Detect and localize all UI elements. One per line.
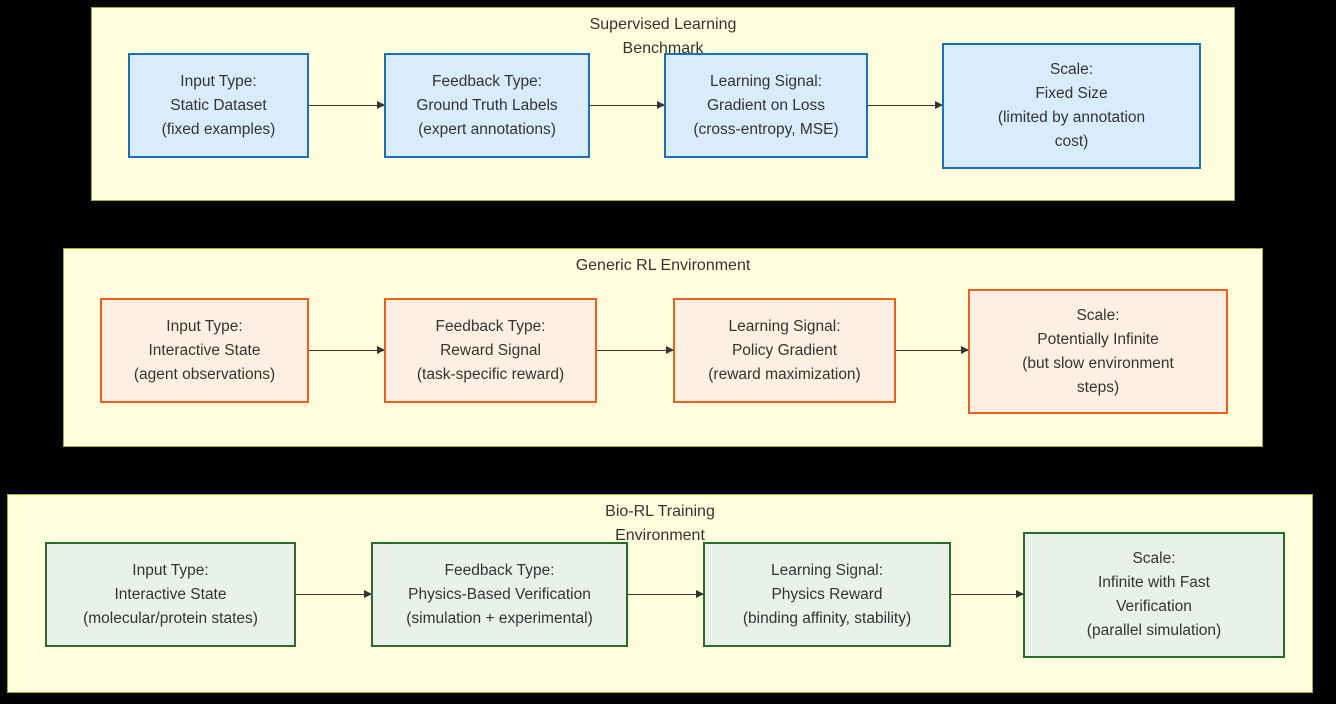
- flow-arrow: [896, 346, 969, 354]
- bio-input-type-node: Input Type: Interactive State (molecular…: [45, 542, 296, 647]
- node-text-line: Input Type:: [166, 317, 243, 335]
- cluster-generic-rl-environment: Generic RL Environment Input Type: Inter…: [63, 248, 1263, 447]
- node-text-line: Reward Signal: [440, 341, 541, 359]
- node-text-line: Fixed Size: [1035, 85, 1108, 102]
- node-text-line: Input Type:: [132, 561, 209, 579]
- sl-learning-signal-node: Learning Signal: Gradient on Loss (cross…: [664, 53, 868, 158]
- flow-arrow: [309, 101, 385, 109]
- node-text-line: Physics-Based Verification: [408, 585, 591, 603]
- rl-scale-node: Scale: Potentially Infinite (but slow en…: [968, 289, 1228, 414]
- node-text-line: Scale:: [1076, 306, 1120, 324]
- node-text-line: (simulation + experimental): [406, 609, 593, 627]
- node-text-line: Policy Gradient: [731, 341, 838, 359]
- cluster-title-line: Supervised Learning: [589, 16, 737, 33]
- node-text-line: Gradient on Loss: [706, 96, 826, 114]
- node-text-line: (agent observations): [133, 365, 276, 383]
- node-text-line: Learning Signal:: [728, 317, 841, 335]
- flow-arrow: [628, 590, 704, 598]
- cluster-title-line: Benchmark: [622, 40, 704, 57]
- node-text-line: Static Dataset: [170, 96, 267, 114]
- node-text-line: (but slow environment: [1022, 354, 1174, 372]
- sl-scale-node: Scale: Fixed Size (limited by annotation…: [942, 43, 1201, 169]
- bio-scale-node: Scale: Infinite with Fast Verification (…: [1023, 532, 1285, 658]
- node-text-line: Scale:: [1132, 550, 1176, 567]
- node-text-line: Infinite with Fast: [1098, 574, 1210, 591]
- node-text-line: Interactive State: [148, 341, 261, 359]
- cluster-title: Supervised Learning Benchmark: [92, 13, 1234, 61]
- cluster-title-line: Generic RL Environment: [575, 257, 751, 274]
- bio-feedback-type-node: Feedback Type: Physics-Based Verificatio…: [371, 542, 628, 647]
- cluster-title: Generic RL Environment: [64, 254, 1262, 278]
- flow-arrow: [597, 346, 674, 354]
- cluster-title-line: Environment: [615, 527, 705, 544]
- bio-learning-signal-node: Learning Signal: Physics Reward (binding…: [703, 542, 951, 647]
- cluster-title: Bio-RL Training Environment: [8, 500, 1312, 548]
- sl-feedback-type-node: Feedback Type: Ground Truth Labels (expe…: [384, 53, 590, 158]
- node-text-line: (expert annotations): [418, 120, 556, 138]
- node-text-line: Learning Signal:: [770, 561, 884, 579]
- node-text-line: (fixed examples): [161, 120, 276, 138]
- node-text-line: (binding affinity, stability): [742, 609, 912, 627]
- flow-arrow: [296, 590, 372, 598]
- node-text-line: Verification: [1116, 598, 1192, 615]
- node-text-line: Physics Reward: [771, 585, 883, 603]
- node-text-line: Feedback Type:: [444, 561, 555, 579]
- node-text-line: cost): [1054, 133, 1089, 150]
- node-text-line: (cross-entropy, MSE): [693, 120, 839, 138]
- cluster-supervised-learning-benchmark: Supervised Learning Benchmark Input Type…: [91, 7, 1235, 201]
- node-text-line: steps): [1076, 378, 1120, 396]
- node-text-line: (limited by annotation: [997, 109, 1146, 126]
- flow-arrow: [590, 101, 665, 109]
- node-text-line: Interactive State: [114, 585, 227, 603]
- flow-arrow: [868, 101, 943, 109]
- rl-input-type-node: Input Type: Interactive State (agent obs…: [100, 298, 309, 403]
- node-text-line: Scale:: [1049, 61, 1094, 78]
- node-text-line: Input Type:: [180, 72, 257, 90]
- node-text-line: (molecular/protein states): [83, 609, 258, 627]
- node-text-line: Feedback Type:: [431, 72, 542, 90]
- node-text-line: Learning Signal:: [709, 72, 823, 90]
- node-text-line: Potentially Infinite: [1037, 330, 1159, 348]
- flow-arrow: [309, 346, 385, 354]
- rl-learning-signal-node: Learning Signal: Policy Gradient (reward…: [673, 298, 896, 403]
- node-text-line: Ground Truth Labels: [416, 96, 558, 114]
- node-text-line: Feedback Type:: [435, 317, 546, 335]
- node-text-line: (parallel simulation): [1086, 622, 1222, 639]
- cluster-title-line: Bio-RL Training: [605, 503, 715, 520]
- cluster-bio-rl-training-environment: Bio-RL Training Environment Input Type: …: [7, 494, 1313, 693]
- node-text-line: (task-specific reward): [416, 365, 565, 383]
- node-text-line: (reward maximization): [708, 365, 861, 383]
- sl-input-type-node: Input Type: Static Dataset (fixed exampl…: [128, 53, 309, 158]
- flow-arrow: [951, 590, 1024, 598]
- rl-feedback-type-node: Feedback Type: Reward Signal (task-speci…: [384, 298, 597, 403]
